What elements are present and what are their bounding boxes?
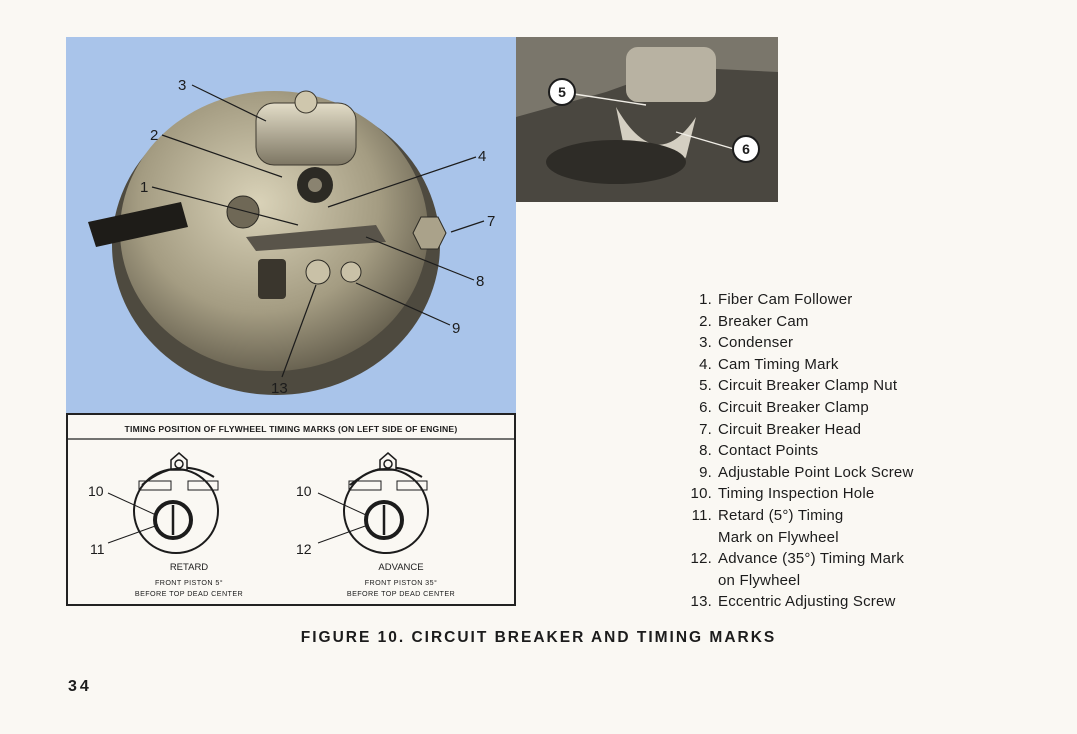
advance-inspection-hole	[343, 468, 429, 554]
retard-diagram	[107, 452, 219, 554]
legend-item: 2.Breaker Cam	[699, 312, 809, 330]
callout-4-label: 4	[478, 148, 486, 165]
callout-7-label: 9	[452, 320, 460, 337]
callout-5-label: 7	[487, 213, 495, 230]
legend-item: 8.Contact Points	[699, 442, 819, 460]
callout-2-label: 2	[150, 127, 158, 144]
legend-item: 11.Retard (5°) Timing	[691, 506, 844, 524]
lock-screw	[340, 261, 362, 283]
callout-6-text: 6	[742, 141, 750, 157]
advance-callout-bottom: 12	[296, 541, 312, 557]
legend-item: 3.Condenser	[699, 334, 794, 352]
breaker-clamp-photo: 5 6	[516, 37, 778, 202]
clamp-leader-lines	[573, 93, 735, 150]
callout-5-text: 5	[558, 84, 566, 100]
page-number: 34	[68, 678, 92, 695]
eccentric-screw	[305, 259, 331, 285]
legend-item: 9.Adjustable Point Lock Screw	[699, 463, 914, 481]
circuit-breaker-photo: 3 2 1 4 7 8 9 13	[66, 37, 516, 413]
legend-item: Mark on Flywheel	[718, 528, 839, 546]
head-nut	[412, 216, 447, 250]
parts-legend: 1.Fiber Cam Follower 2.Breaker Cam 3.Con…	[676, 289, 996, 613]
retard-note-2: BEFORE TOP DEAD CENTER	[135, 589, 243, 598]
timing-heading: TIMING POSITION OF FLYWHEEL TIMING MARKS…	[125, 424, 458, 434]
callout-1-label: 3	[178, 77, 186, 94]
advance-diagram	[317, 452, 429, 554]
legend-item: 6.Circuit Breaker Clamp	[699, 398, 869, 416]
clamp-housing	[626, 47, 716, 102]
cam-center	[308, 178, 322, 192]
timing-marks-panel: TIMING POSITION OF FLYWHEEL TIMING MARKS…	[66, 413, 516, 606]
primary-lead	[88, 202, 188, 247]
retard-note-1: FRONT PISTON 5°	[155, 578, 223, 587]
photo-leader-lines	[151, 84, 485, 378]
legend-item: 12.Advance (35°) Timing Mark	[690, 550, 905, 568]
legend-item: 5.Circuit Breaker Clamp Nut	[699, 377, 898, 395]
terminal-block	[258, 259, 286, 299]
clamp-shadow	[546, 140, 686, 184]
advance-label: ADVANCE	[378, 562, 423, 573]
callout-6-circle	[732, 135, 760, 163]
legend-item: 4.Cam Timing Mark	[699, 355, 839, 373]
callout-8-label: 13	[271, 380, 288, 397]
callout-3-label: 1	[140, 179, 148, 196]
retard-flywheel-mark	[153, 500, 193, 540]
figure-caption: FIGURE 10. CIRCUIT BREAKER AND TIMING MA…	[300, 629, 777, 646]
retard-callout-bottom: 11	[90, 541, 105, 557]
legend-item: 7.Circuit Breaker Head	[699, 420, 862, 438]
legend-item: 13.Eccentric Adjusting Screw	[690, 593, 896, 611]
retard-label: RETARD	[170, 562, 208, 573]
contact-arm	[246, 225, 386, 251]
callout-6-label: 8	[476, 273, 484, 290]
advance-flywheel-mark	[364, 500, 404, 540]
retard-callout-top: 10	[88, 483, 104, 499]
breaker-plate	[120, 91, 428, 371]
advance-note-1: FRONT PISTON 35°	[365, 578, 438, 587]
advance-callout-top: 10	[296, 483, 312, 499]
callout-5-circle	[548, 78, 576, 106]
legend-item: 10.Timing Inspection Hole	[690, 485, 875, 503]
retard-inspection-hole	[133, 468, 219, 554]
pivot-post	[226, 195, 260, 229]
legend-item: on Flywheel	[718, 571, 801, 589]
advance-note-2: BEFORE TOP DEAD CENTER	[347, 589, 455, 598]
legend-item: 1.Fiber Cam Follower	[699, 291, 853, 308]
condenser-screw	[294, 90, 318, 114]
